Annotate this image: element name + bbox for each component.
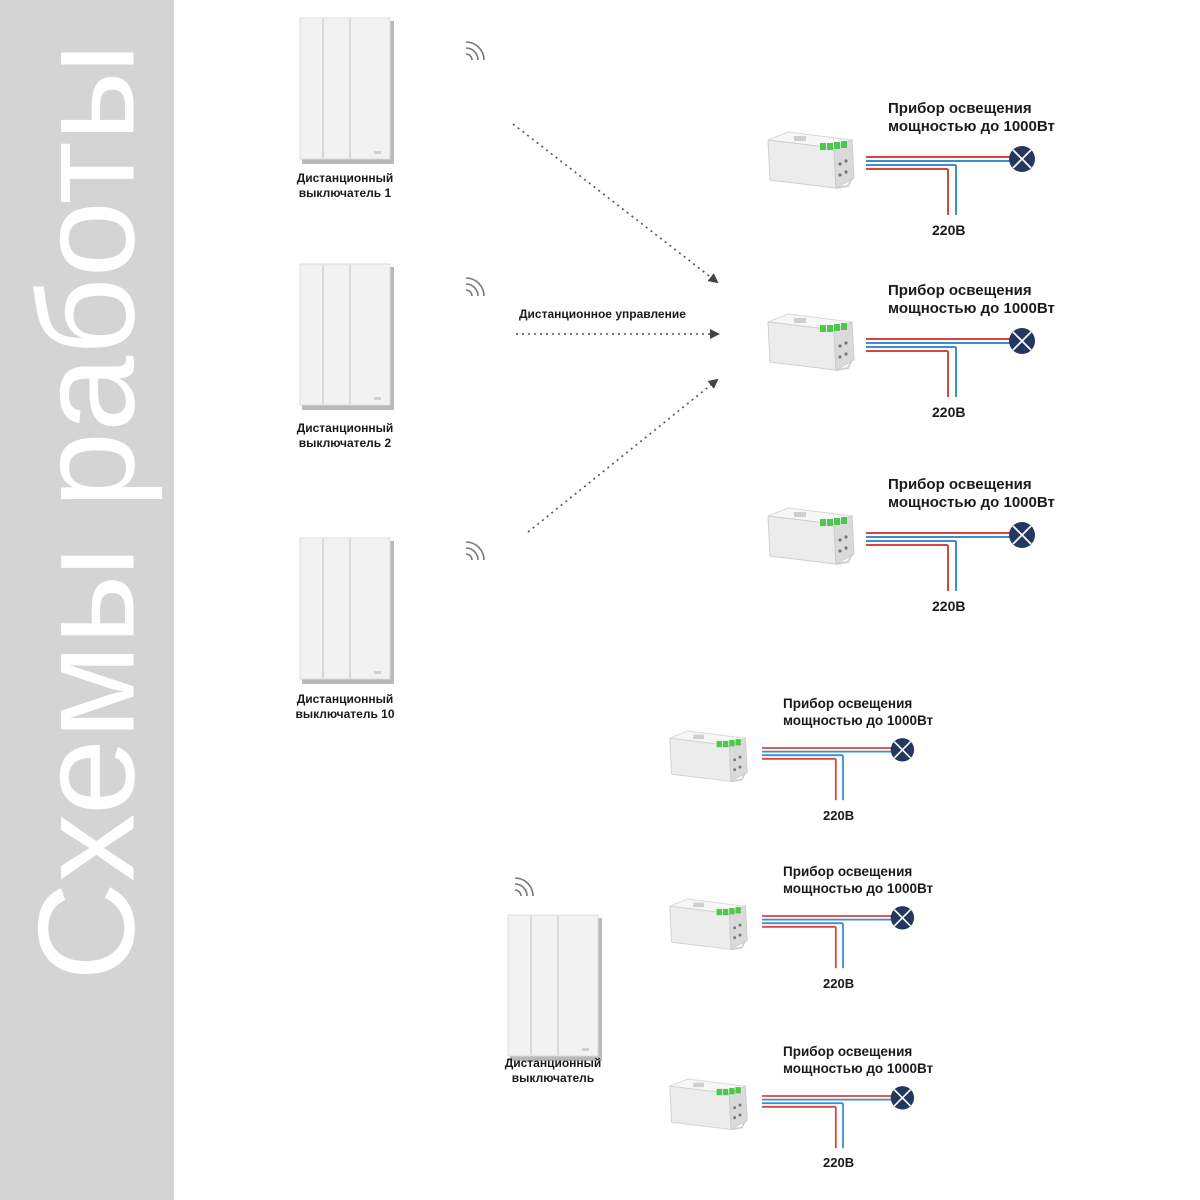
- switch-label-line: Дистанционный: [504, 1056, 602, 1070]
- switch-label-line: Дистанционный: [296, 692, 394, 706]
- switch-label-10: Дистанционный выключатель 10: [282, 692, 408, 722]
- voltage-label: 220В: [823, 808, 855, 823]
- wall-switch-10: [299, 537, 395, 685]
- remote-control-label: Дистанционное управление: [519, 307, 686, 321]
- wiring-lamp: [865, 521, 1036, 592]
- device-title-line: мощностью до 1000Вт: [888, 118, 1055, 135]
- voltage-label: 220В: [932, 404, 966, 420]
- switch-label-line: выключатель 1: [298, 186, 392, 200]
- device-title: Прибор освещения мощностью до 1000Вт: [783, 863, 933, 897]
- signal-icon: [465, 277, 485, 297]
- wiring-lamp: [761, 737, 915, 802]
- switch-label-line: Дистанционный: [296, 171, 394, 185]
- device-title-line: мощностью до 1000Вт: [783, 1061, 934, 1076]
- wiring-lamp: [865, 327, 1036, 398]
- device-title: Прибор освещения мощностью до 1000Вт: [888, 100, 1055, 136]
- sidebar: Схемы работы: [0, 0, 174, 1200]
- device-title-line: Прибор освещения: [888, 476, 1032, 493]
- arrow-switch-10: [527, 378, 719, 533]
- switch-label-line: выключатель 10: [295, 707, 395, 721]
- wall-switch-single: [507, 914, 603, 1062]
- device-title: Прибор освещения мощностью до 1000Вт: [783, 1043, 933, 1077]
- voltage-label: 220В: [932, 598, 966, 614]
- relay-box: [668, 1078, 749, 1131]
- switch-label-single: Дистанционный выключатель: [490, 1056, 616, 1086]
- switch-label-line: выключатель: [511, 1071, 595, 1085]
- switch-label-line: Дистанционный: [296, 421, 394, 435]
- device-title-line: Прибор освещения: [783, 696, 913, 711]
- switch-label-1: Дистанционный выключатель 1: [282, 171, 408, 201]
- device-title: Прибор освещения мощностью до 1000Вт: [888, 476, 1055, 512]
- relay-box: [668, 730, 749, 783]
- device-title-line: мощностью до 1000Вт: [783, 713, 934, 728]
- relay-box: [767, 131, 855, 189]
- voltage-label: 220В: [823, 1155, 855, 1170]
- signal-icon: [514, 877, 534, 897]
- device-title-line: Прибор освещения: [783, 864, 913, 879]
- wiring-lamp: [761, 905, 915, 970]
- wall-switch-2: [299, 263, 395, 411]
- device-title-line: Прибор освещения: [888, 100, 1032, 117]
- device-title: Прибор освещения мощностью до 1000Вт: [783, 695, 933, 729]
- device-title-line: мощностью до 1000Вт: [888, 494, 1055, 511]
- relay-box: [767, 313, 855, 371]
- voltage-label: 220В: [823, 976, 855, 991]
- device-title: Прибор освещения мощностью до 1000Вт: [888, 282, 1055, 318]
- wall-switch-1: [299, 17, 395, 165]
- switch-label-line: выключатель 2: [298, 436, 392, 450]
- wiring-lamp: [865, 145, 1036, 216]
- device-title-line: мощностью до 1000Вт: [783, 881, 934, 896]
- signal-icon: [465, 541, 485, 561]
- signal-icon: [465, 41, 485, 61]
- relay-box: [668, 898, 749, 951]
- switch-label-2: Дистанционный выключатель 2: [282, 421, 408, 451]
- relay-box: [767, 507, 855, 565]
- arrow-switch-1: [512, 123, 719, 284]
- device-title-line: Прибор освещения: [783, 1044, 913, 1059]
- device-title-line: мощностью до 1000Вт: [888, 300, 1055, 317]
- device-title-line: Прибор освещения: [888, 282, 1032, 299]
- wiring-lamp: [761, 1085, 915, 1150]
- voltage-label: 220В: [932, 222, 966, 238]
